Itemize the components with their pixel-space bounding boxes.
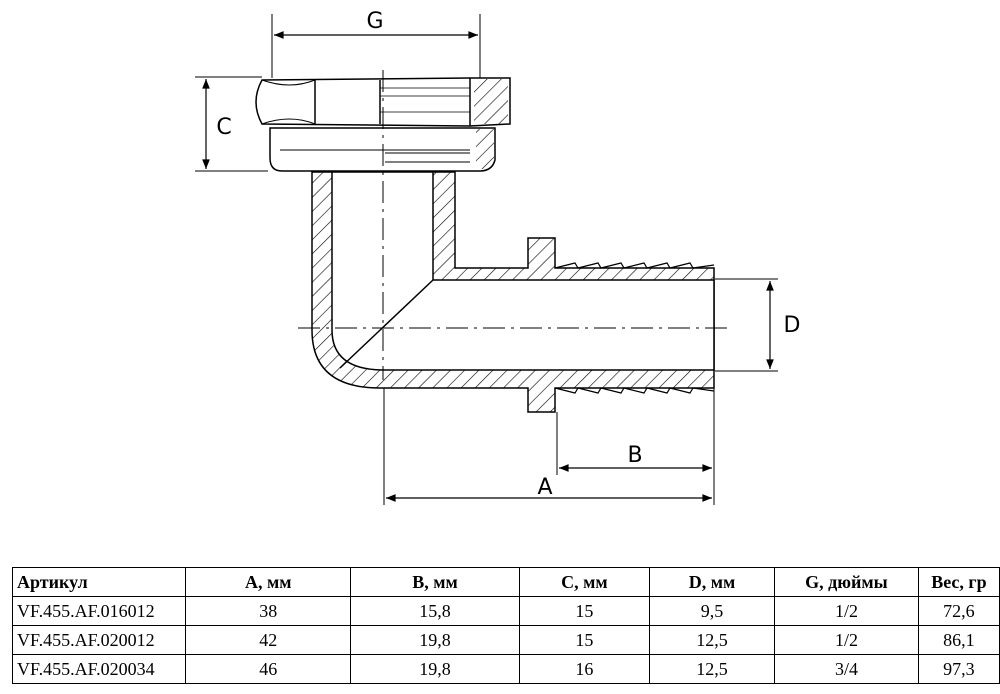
elbow-body [311,171,715,413]
cell-a: 38 [185,596,352,626]
label-b: B [627,443,642,468]
cell-article: VF.455.AF.020012 [11,625,187,655]
table-header-row: Артикул A, мм B, мм C, мм D, мм G, дюймы… [11,567,1000,597]
cell-d: 12,5 [648,625,776,655]
cell-article: VF.455.AF.020034 [11,654,187,684]
table-row: VF.455.AF.020034 46 19,8 16 12,5 3/4 97,… [11,654,1000,684]
col-header-c: C, мм [518,567,650,597]
cell-d: 12,5 [648,654,776,684]
spec-table: Артикул A, мм B, мм C, мм D, мм G, дюймы… [11,567,1000,684]
fitting-drawing: G C D B A [195,9,801,505]
col-header-b: B, мм [350,567,520,597]
cell-weight: 72,6 [917,596,1000,626]
table-row: VF.455.AF.020012 42 19,8 15 12,5 1/2 86,… [11,625,1000,655]
label-a: A [537,475,552,500]
cell-g: 3/4 [774,654,919,684]
cell-b: 19,8 [350,625,520,655]
cell-c: 16 [518,654,650,684]
cell-weight: 97,3 [917,654,1000,684]
cell-b: 19,8 [350,654,520,684]
col-header-g: G, дюймы [774,567,919,597]
cell-g: 1/2 [774,596,919,626]
cell-d: 9,5 [648,596,776,626]
label-c: C [216,115,231,140]
label-g: G [366,9,383,34]
cell-g: 1/2 [774,625,919,655]
cell-b: 15,8 [350,596,520,626]
hex-nut [255,77,511,127]
label-d: D [784,313,801,338]
cell-c: 15 [518,596,650,626]
col-header-article: Артикул [11,567,187,597]
table-row: VF.455.AF.016012 38 15,8 15 9,5 1/2 72,6 [11,596,1000,626]
dimension-lines [202,31,774,502]
center-lines [298,70,728,380]
col-header-d: D, мм [648,567,776,597]
extension-lines [195,14,778,505]
col-header-weight: Вес, гр [917,567,1000,597]
cell-a: 46 [185,654,352,684]
cell-article: VF.455.AF.016012 [11,596,187,626]
cell-c: 15 [518,625,650,655]
col-header-a: A, мм [185,567,352,597]
cell-a: 42 [185,625,352,655]
cell-weight: 86,1 [917,625,1000,655]
